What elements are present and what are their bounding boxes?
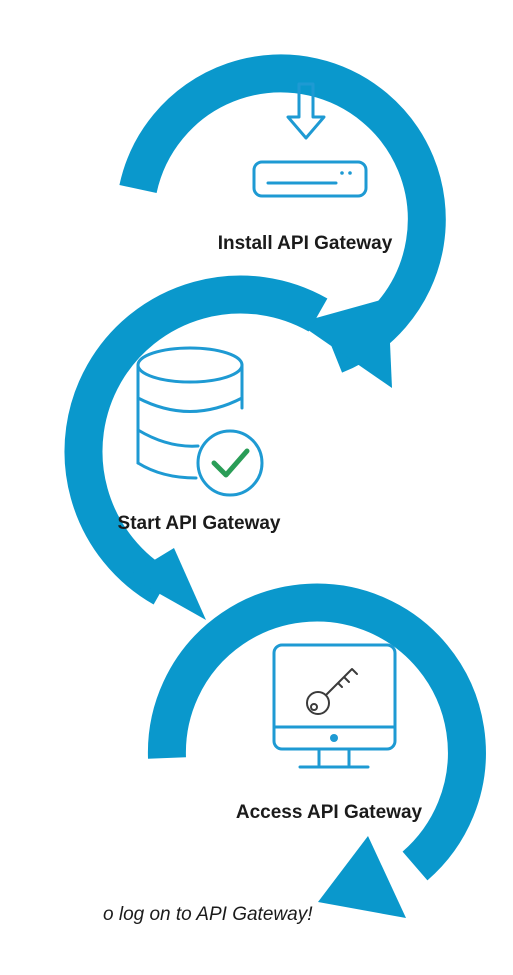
flow-arc-3 [147, 583, 486, 918]
monitor-key-icon [272, 643, 397, 769]
download-server-icon [252, 82, 368, 198]
download-arrow-icon [286, 82, 326, 140]
checkmark-badge-icon [196, 429, 264, 497]
key-icon [306, 668, 358, 715]
step-label-start: Start API Gateway [118, 513, 281, 534]
flow-arc-1 [119, 54, 446, 388]
server-box-icon [252, 160, 368, 198]
database-check-icon [136, 346, 264, 497]
database-icon [136, 346, 244, 480]
step-label-install: Install API Gateway [218, 233, 393, 254]
closing-tagline: o log on to API Gateway! [103, 904, 313, 925]
flow-arc-2 [64, 275, 328, 620]
monitor-icon [272, 643, 397, 751]
step-label-access: Access API Gateway [236, 802, 423, 823]
